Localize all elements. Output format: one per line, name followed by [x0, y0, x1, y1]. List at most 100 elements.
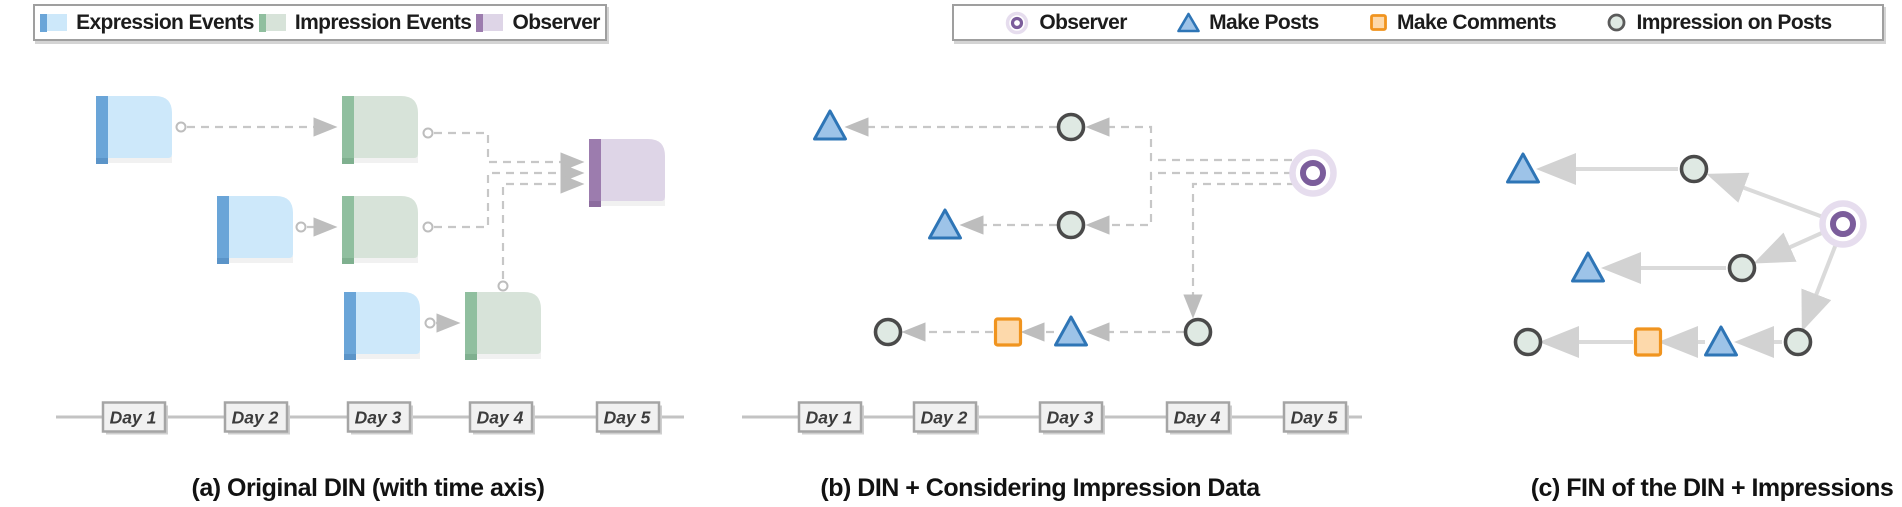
box-left-bar [465, 292, 477, 354]
edge-origin-dot [295, 221, 307, 233]
box-shadow [352, 352, 420, 359]
caption-panel-a: (a) Original DIN (with time axis) [191, 474, 546, 502]
edge-origin-dot [175, 121, 187, 133]
day-box [912, 401, 978, 433]
box-left-bar-foot [342, 258, 354, 264]
legend-item-make-comments: Make Comments [1369, 10, 1557, 35]
legend-item-impression-on-posts: Impression on Posts [1606, 10, 1832, 35]
day-box [1038, 401, 1104, 433]
day-box [223, 401, 289, 433]
make-comment-node [993, 317, 1023, 347]
legend-label: Expression Events [76, 10, 254, 34]
day-tick: Day 3 [346, 401, 413, 435]
time-axis: Day 1 Day 2 Day 3 Day 4 Day 5 [56, 401, 684, 435]
caption-panel-b: (b) DIN + Considering Impression Data [820, 474, 1260, 502]
make-posts-icon [1177, 12, 1200, 33]
triangle [1177, 12, 1200, 33]
day-label: Day 4 [1174, 408, 1221, 428]
legend-label: Impression Events [294, 10, 472, 34]
expression-event-box [344, 292, 420, 360]
day-tick: Day 3 [1038, 401, 1105, 435]
influence-edge-dashed [1183, 182, 1295, 319]
box-left-bar-foot [217, 258, 229, 264]
legend-event-types: Expression Events Impression Events Observ… [33, 4, 607, 41]
impression-node [1056, 112, 1086, 142]
impression-node [1183, 317, 1213, 347]
impression-swatch-icon [258, 14, 286, 32]
day-label: Day 4 [477, 408, 524, 428]
day-label: Day 1 [806, 408, 853, 428]
day-label: Day 1 [110, 408, 157, 428]
legend-label: Observer [512, 10, 600, 34]
impression-node [873, 317, 903, 347]
legend-item-observer: Observer [476, 10, 600, 35]
day-tick: Day 4 [1165, 401, 1232, 435]
make-post-node [928, 208, 962, 240]
observer-node [1819, 200, 1867, 248]
inner-ring [1011, 16, 1024, 29]
make-comment-node [1633, 327, 1663, 357]
edge-origin-dot [422, 221, 434, 233]
box-body [217, 196, 293, 258]
day-label: Day 3 [355, 408, 402, 428]
box-shadow [225, 256, 293, 263]
impression-event-box [465, 292, 541, 360]
box-body [465, 292, 541, 354]
box-shadow [104, 156, 172, 163]
impression-event-box [342, 196, 418, 264]
caption-panel-c: (c) FIN of the DIN + Impressions [1530, 474, 1894, 502]
impression-node [1679, 154, 1709, 184]
impression-node [1513, 327, 1543, 357]
impression-node [1783, 327, 1813, 357]
day-box [346, 401, 412, 433]
observer-node [1289, 149, 1337, 197]
edge-origin-dot [422, 127, 434, 139]
influence-edge [1706, 172, 1824, 219]
influence-edge-dashed [434, 131, 585, 172]
day-box [595, 401, 661, 433]
box-shadow [350, 256, 418, 263]
box-left-bar [589, 139, 601, 201]
day-tick: Day 2 [912, 401, 979, 435]
legend-label: Make Comments [1397, 10, 1557, 34]
box-body [342, 196, 418, 258]
day-tick: Day 1 [797, 401, 864, 435]
box-left-bar [344, 292, 356, 354]
box-left-bar [217, 196, 229, 258]
legend-item-impression-events: Impression Events [258, 10, 472, 35]
legend-node-types: Observer Make Posts Make Comments Impressio… [952, 4, 1884, 41]
day-box [101, 401, 167, 433]
expression-event-box [96, 96, 172, 164]
day-label: Day 2 [921, 408, 968, 428]
swatch-bar [40, 14, 48, 32]
edge-origin-dot [424, 317, 436, 329]
influence-edge-dashed [501, 174, 585, 279]
make-post-node [1571, 251, 1605, 283]
expression-event-box [217, 196, 293, 264]
day-label: Day 3 [1047, 408, 1094, 428]
legend-item-expression-events: Expression Events [40, 11, 254, 35]
impression-event-box [342, 96, 418, 164]
edge-origin-dot [497, 280, 509, 292]
box-body [589, 139, 665, 201]
legend-item-make-posts: Make Posts [1177, 11, 1319, 35]
observer-box [589, 139, 665, 207]
legend-label: Impression on Posts [1636, 10, 1832, 34]
legend-label: Observer [1039, 10, 1127, 34]
box-left-bar [342, 196, 354, 258]
day-label: Day 2 [232, 408, 279, 428]
influence-edge-dashed [1085, 117, 1292, 162]
make-post-node [1704, 325, 1738, 357]
impression-on-posts-icon [1608, 13, 1626, 32]
day-label: Day 5 [604, 408, 651, 428]
box-shadow [350, 156, 418, 163]
observer-icon [1006, 11, 1029, 34]
box-body [96, 96, 172, 158]
box-left-bar [342, 96, 354, 158]
impression-node [1727, 253, 1757, 283]
day-box [1165, 401, 1231, 433]
box-shadow [597, 199, 665, 206]
